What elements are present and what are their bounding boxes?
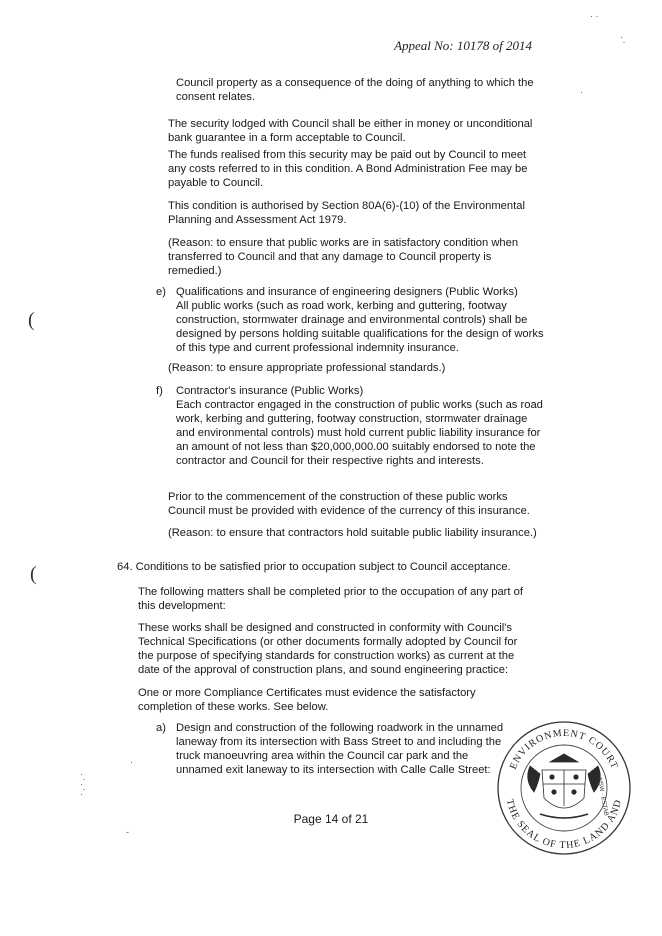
paragraph-funds: The funds realised from this security ma…	[168, 149, 528, 190]
item-f-label: f)	[156, 385, 163, 397]
item-a-label: a)	[156, 722, 166, 734]
item-f-prior: Prior to the commencement of the constru…	[168, 491, 530, 518]
condition-64-item-a: a) Design and construction of the follow…	[156, 721, 516, 781]
scan-speck: ·	[580, 87, 583, 97]
item-e-text: All public works (such as road work, ker…	[176, 300, 544, 355]
item-a-text: Design and construction of the following…	[176, 722, 504, 777]
condition-64-p1: The following matters shall be completed…	[138, 586, 523, 613]
condition-64-heading: 64. Conditions to be satisfied prior to …	[117, 561, 511, 573]
paragraph-security: The security lodged with Council shall b…	[168, 118, 533, 145]
item-e-reason: (Reason: to ensure appropriate professio…	[168, 362, 446, 374]
scan-speck: -	[126, 827, 129, 837]
scan-speck: · ·· ··	[80, 769, 86, 799]
court-seal: ENVIRONMENT COURT THE SEAL OF THE LAND A…	[494, 718, 634, 863]
scan-speck: · ·	[590, 11, 599, 21]
item-f-text: Each contractor engaged in the construct…	[176, 399, 543, 468]
condition-64-p3: One or more Compliance Certificates must…	[138, 687, 476, 714]
page-number: Page 14 of 21	[293, 812, 369, 826]
item-f: f) Contractor's insurance (Public Works)…	[156, 384, 543, 484]
item-e-title: Qualifications and insurance of engineer…	[176, 286, 518, 298]
paragraph-council-property: Council property as a consequence of the…	[176, 77, 534, 104]
item-e-label: e)	[156, 286, 166, 298]
condition-64-p2: These works shall be designed and constr…	[138, 622, 518, 677]
scan-speck: · ·	[620, 32, 626, 47]
item-e: e) Qualifications and insurance of engin…	[156, 285, 544, 354]
item-f-reason: (Reason: to ensure that contractors hold…	[168, 527, 537, 539]
left-margin-bracket: (	[28, 309, 35, 331]
left-margin-bracket: (	[30, 563, 37, 585]
item-f-title: Contractor's insurance (Public Works)	[176, 385, 364, 397]
scan-speck: ·	[130, 757, 133, 767]
paragraph-authorised: This condition is authorised by Section …	[168, 200, 525, 227]
paragraph-reason-public-works: (Reason: to ensure that public works are…	[168, 237, 519, 278]
appeal-number: Appeal No: 10178 of 2014	[394, 38, 532, 53]
